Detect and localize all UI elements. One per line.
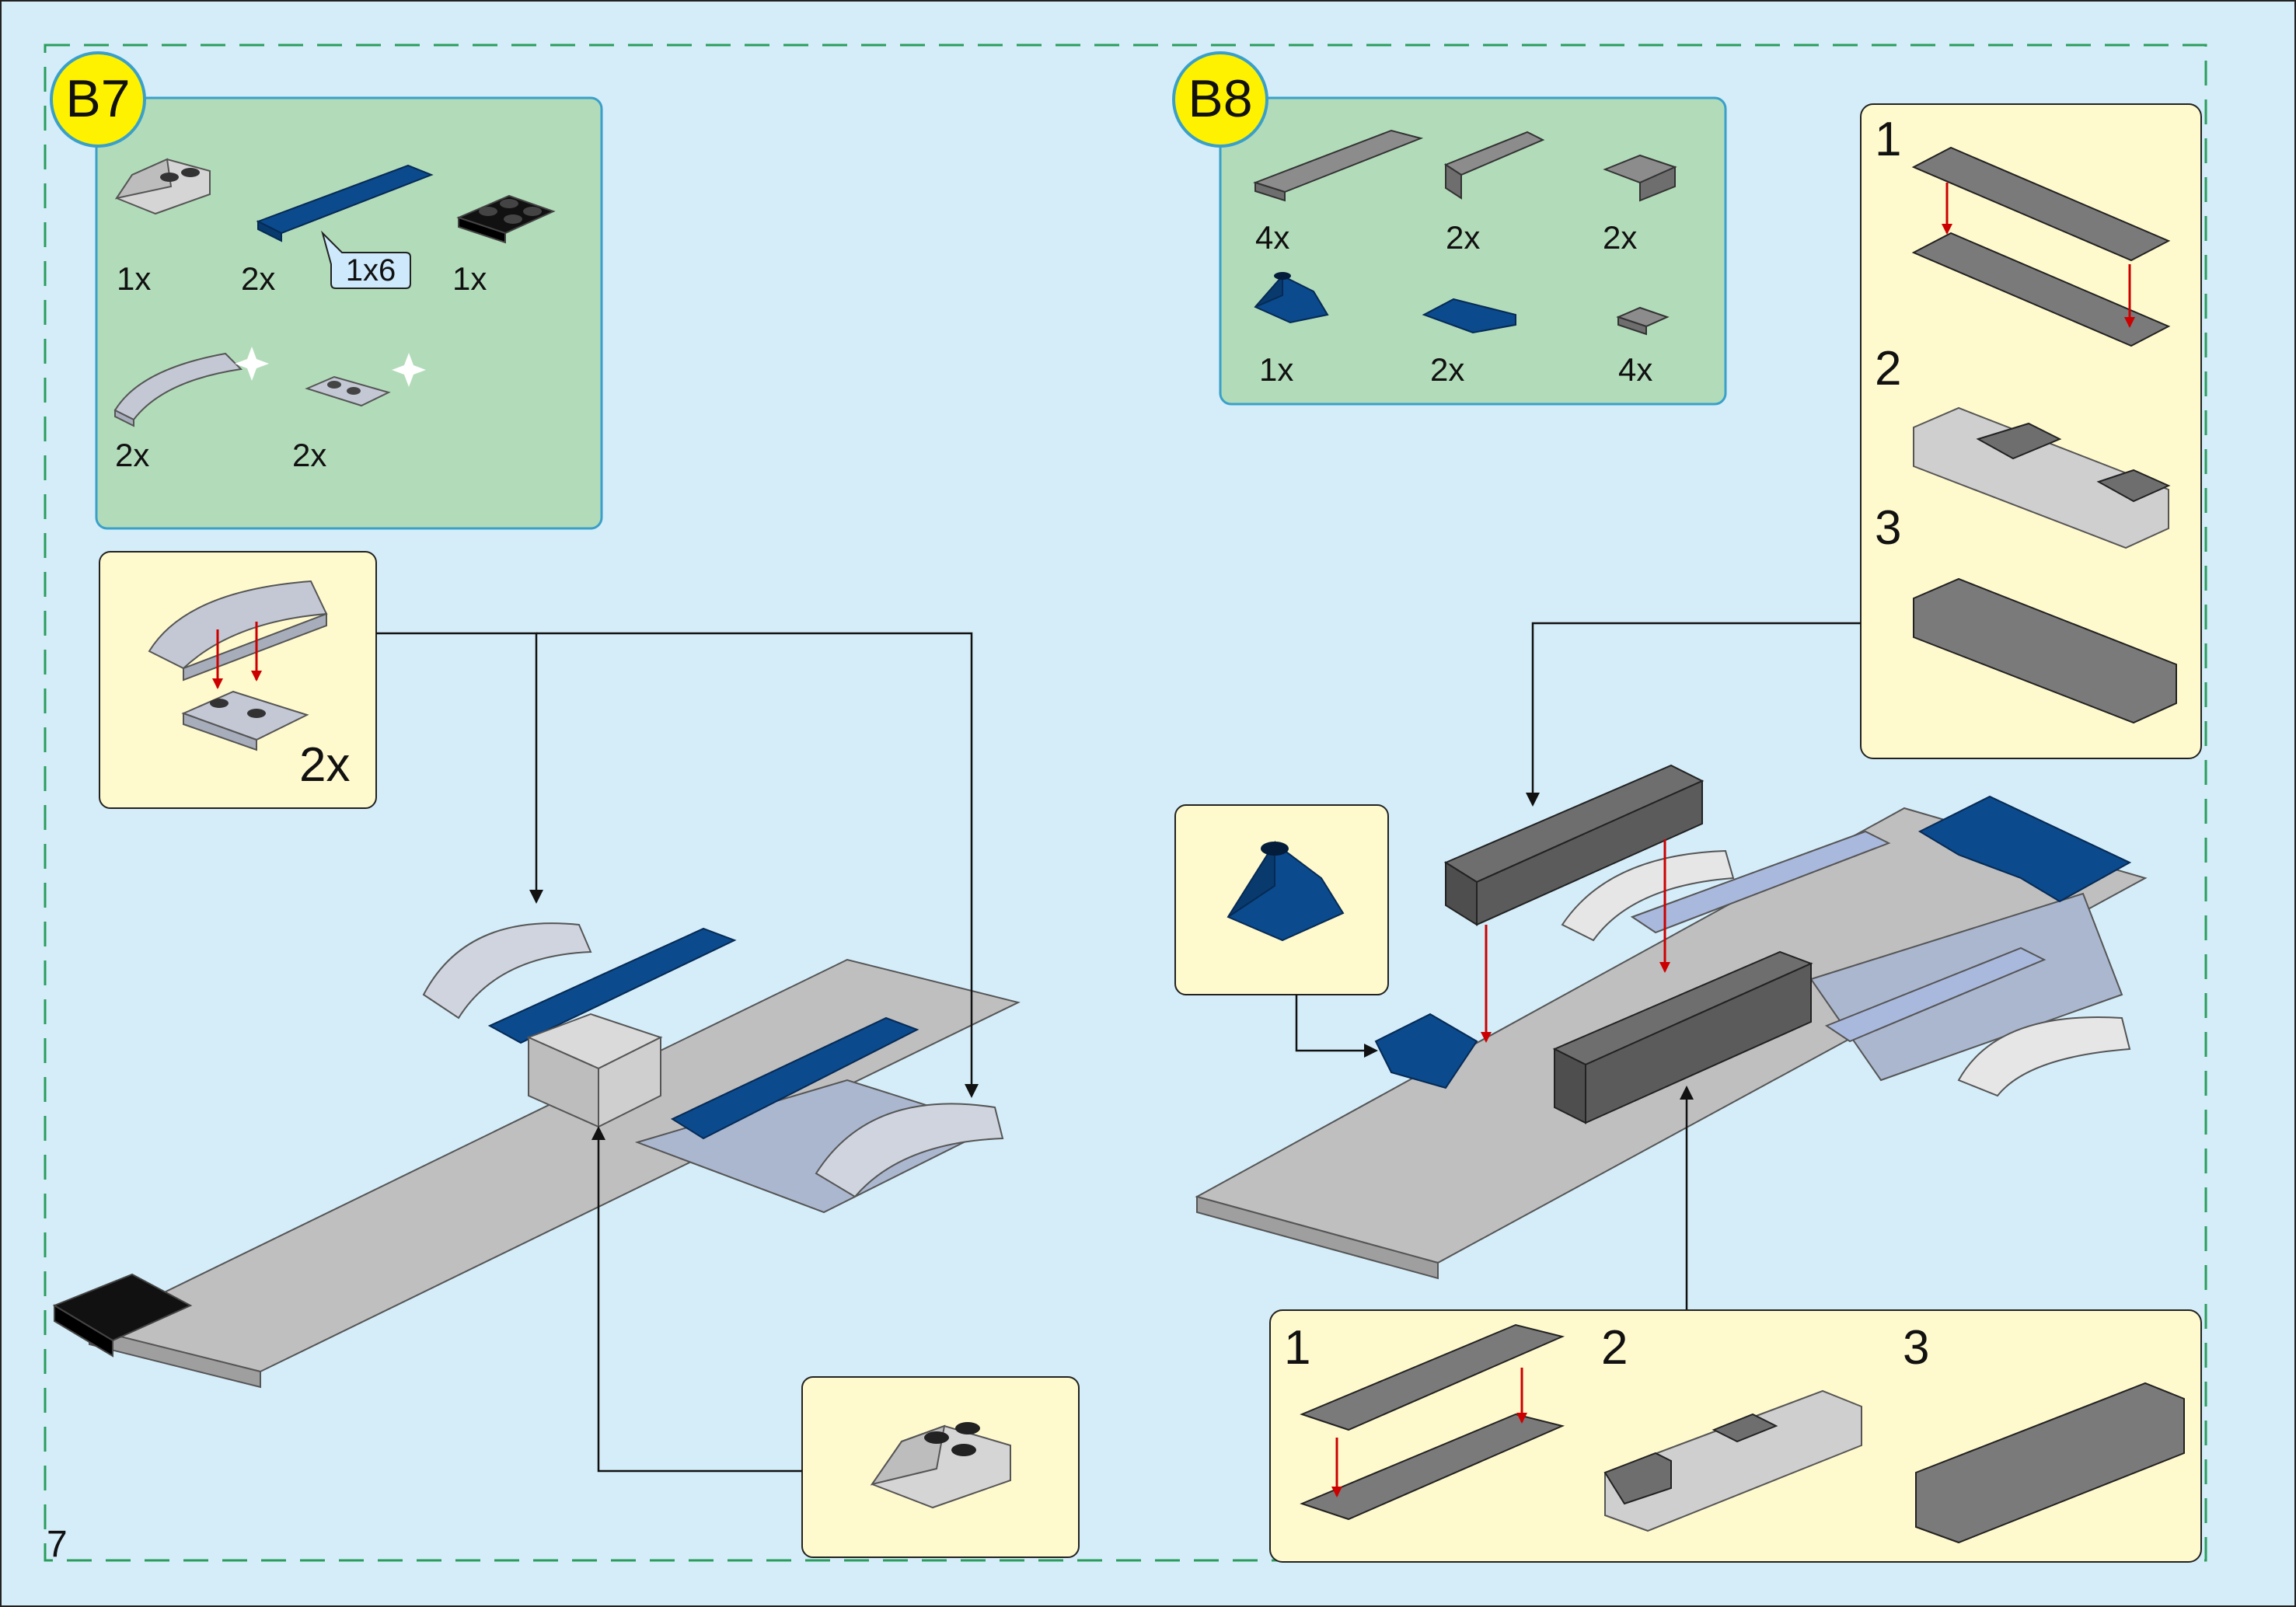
b7-step-badge: B7 [50, 51, 146, 148]
b7-part-2-qty: 2x [241, 260, 275, 297]
b7-subassembly-qty: 2x [299, 738, 350, 792]
substep-number: 3 [1903, 1321, 1929, 1375]
dashed-trim-line [44, 44, 2207, 1562]
dark-gray-plate-1x6-icon [1252, 129, 1424, 202]
dark-blue-slope-icon [1254, 272, 1329, 324]
b7-part-3-qty: 1x [452, 260, 487, 297]
b7-part-1-qty: 1x [117, 260, 151, 297]
b8-model-assembly [1195, 764, 2148, 1280]
b7-part-4-qty: 2x [115, 437, 149, 473]
size-callout: 1x6 [321, 230, 411, 289]
b8-part-5-qty: 2x [1430, 351, 1464, 388]
substep-number: 2 [1601, 1321, 1628, 1375]
b7-step-label: B7 [65, 69, 130, 128]
substep-number: 2 [1875, 342, 1901, 396]
light-gray-slope-icon [870, 1422, 1011, 1509]
dark-gray-bracket-icon [1603, 154, 1677, 202]
b7-model-assembly [52, 922, 1021, 1389]
b8-part-2-qty: 2x [1446, 219, 1480, 256]
b8-part-6-qty: 4x [1618, 351, 1652, 388]
substep-graphic [1300, 1323, 2185, 1544]
curved-slope-on-clip-plate-icon [148, 580, 328, 751]
substep-number: 1 [1284, 1321, 1310, 1375]
light-bluish-gray-curved-slope-icon [113, 347, 269, 427]
light-gray-slope-2x2-icon [114, 158, 211, 215]
black-plate-2x2-icon [456, 194, 556, 244]
b7-parts-box [95, 96, 603, 530]
dark-blue-corner-plate-icon [1422, 298, 1516, 334]
substep-graphic [1911, 146, 2177, 724]
dark-blue-plate-1x6-icon [256, 164, 434, 242]
b8-part-1-qty: 4x [1255, 219, 1289, 256]
substep-number: 3 [1875, 501, 1901, 555]
connector-arrow [1295, 995, 1378, 1058]
b7-part-5-qty: 2x [292, 437, 326, 473]
light-bluish-gray-clip-plate-icon [305, 353, 426, 407]
b8-part-4-qty: 1x [1259, 351, 1293, 388]
size-callout-label: 1x6 [346, 253, 396, 288]
connector-arrow [1526, 622, 1861, 807]
dark-gray-technic-brick-1x4-icon [1443, 131, 1545, 200]
b8-step-label: B8 [1188, 69, 1252, 128]
dark-gray-plate-1x1-icon [1616, 306, 1670, 336]
connector-arrow [591, 1126, 802, 1473]
b8-part-3-qty: 2x [1603, 219, 1637, 256]
b8-step-badge: B8 [1172, 51, 1268, 148]
b8-parts-box [1219, 96, 1727, 406]
dark-blue-slope-subassembly-icon [1227, 840, 1345, 942]
page-number: 7 [47, 1524, 68, 1565]
substep-number: 1 [1875, 113, 1901, 166]
connector-arrow [536, 632, 979, 1098]
